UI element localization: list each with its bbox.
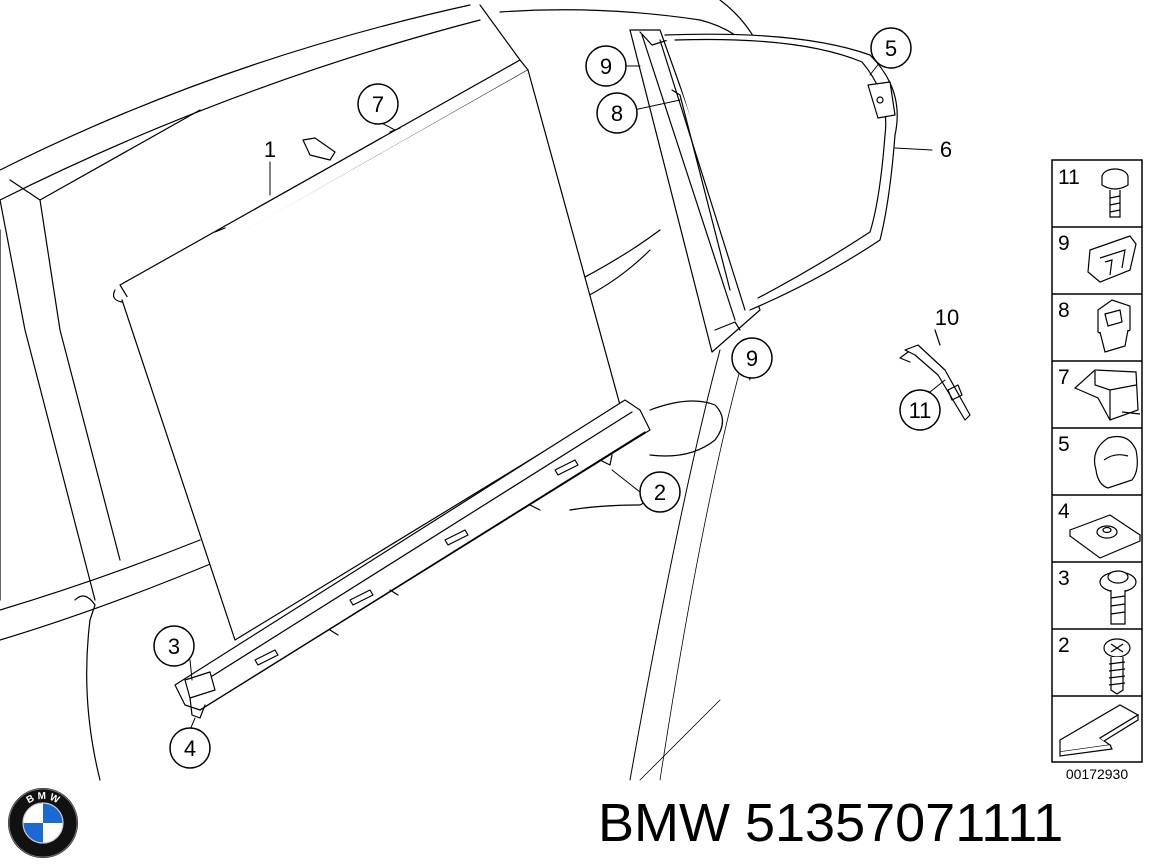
leader-lines (189, 61, 946, 731)
logo-text: B M W (25, 791, 62, 806)
callouts: 7 1 9 8 5 6 9 10 11 (153, 27, 959, 769)
bracket-icon (1073, 369, 1141, 421)
arrow-icon (1059, 704, 1140, 757)
callout-4: 4 (169, 727, 211, 769)
car-body-outline (0, 0, 771, 781)
quarter-glass (664, 33, 933, 311)
svg-text:7: 7 (1058, 366, 1070, 389)
panel-row-arrow (1059, 704, 1140, 757)
svg-text:9: 9 (746, 346, 758, 371)
screw-icon (1103, 638, 1131, 695)
svg-text:8: 8 (1058, 299, 1070, 322)
bracket (899, 329, 971, 421)
callout-8: 8 (596, 92, 638, 134)
bolt-icon (1101, 168, 1129, 218)
svg-text:10: 10 (935, 305, 959, 330)
svg-text:2: 2 (1058, 634, 1070, 657)
callout-6: 6 (940, 137, 952, 162)
svg-text:5: 5 (1058, 433, 1070, 456)
svg-text:6: 6 (940, 137, 952, 162)
panel-row-5: 5 (1058, 433, 1138, 489)
callout-11: 11 (899, 389, 941, 431)
svg-text:4: 4 (184, 736, 196, 761)
panel-row-7: 7 (1058, 366, 1141, 421)
callout-7: 7 (357, 83, 399, 125)
svg-text:11: 11 (1058, 166, 1080, 189)
svg-text:7: 7 (372, 92, 384, 117)
panel-row-8: 8 (1058, 299, 1131, 353)
panel-row-11: 11 (1058, 166, 1129, 218)
roller-blind (112, 59, 651, 719)
svg-text:11: 11 (909, 398, 932, 423)
svg-text:5: 5 (885, 36, 897, 61)
svg-text:9: 9 (600, 54, 612, 79)
svg-text:1: 1 (264, 137, 276, 162)
callout-5: 5 (870, 27, 912, 69)
svg-text:2: 2 (654, 480, 666, 505)
clip-icon (1087, 235, 1137, 283)
callout-2: 2 (639, 471, 681, 513)
panel-row-2: 2 (1058, 634, 1131, 695)
panel-row-9: 9 (1058, 232, 1137, 283)
reference-number: 00172930 (1066, 766, 1129, 782)
bmw-logo: B M W (8, 788, 78, 858)
callout-1: 1 (264, 137, 276, 162)
callout-10: 10 (935, 305, 959, 330)
nut-plate-icon (1068, 514, 1142, 559)
svg-text:4: 4 (1058, 500, 1070, 523)
guide-rail (629, 29, 761, 353)
callout-9-bottom: 9 (731, 337, 773, 379)
nut-clip-icon (1097, 299, 1131, 353)
svg-text:8: 8 (611, 101, 623, 126)
flange-bolt-icon (1099, 570, 1137, 625)
svg-text:9: 9 (1058, 232, 1070, 255)
callout-3: 3 (153, 625, 195, 667)
parts-panel: 11 9 8 7 (1051, 159, 1143, 782)
panel-row-3: 3 (1058, 567, 1137, 625)
part-number-caption: BMW 51357071111 (598, 793, 1064, 853)
cap-icon (1093, 435, 1138, 489)
panel-row-4: 4 (1058, 500, 1142, 559)
callout-9-top: 9 (585, 45, 627, 87)
svg-text:3: 3 (168, 634, 180, 659)
svg-text:3: 3 (1058, 567, 1070, 590)
